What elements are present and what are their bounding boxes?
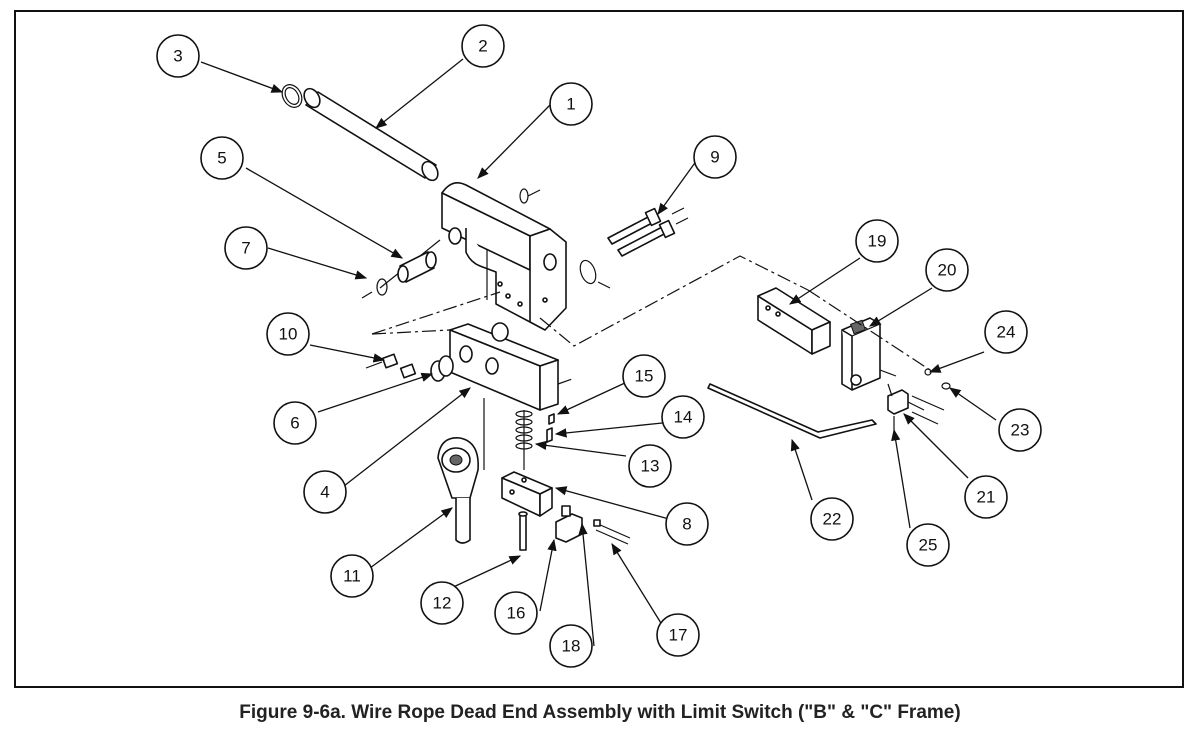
callout-21: 21: [964, 475, 1008, 519]
callout-13: 13: [628, 444, 672, 488]
callout-11: 11: [330, 554, 374, 598]
svg-text:18: 18: [562, 637, 581, 656]
svg-text:7: 7: [241, 239, 250, 258]
callout-15: 15: [622, 354, 666, 398]
svg-text:3: 3: [173, 47, 182, 66]
callout-8: 8: [665, 502, 709, 546]
svg-text:11: 11: [343, 567, 361, 586]
svg-text:5: 5: [217, 149, 226, 168]
callout-14: 14: [661, 395, 705, 439]
rod-part-22: [707, 383, 877, 439]
block-part-8: [501, 471, 553, 517]
screw-part-23: [941, 382, 951, 390]
screw-part-14: [546, 427, 553, 443]
svg-text:6: 6: [290, 414, 299, 433]
figure-caption: Figure 9-6a. Wire Rope Dead End Assembly…: [239, 702, 961, 723]
callout-23: 23: [998, 408, 1042, 452]
retaining-ring-right: [579, 259, 611, 289]
bracket-part-1: [379, 182, 567, 331]
svg-text:4: 4: [320, 483, 329, 502]
limit-switch-part-20: [841, 317, 897, 391]
pin-part-5: [397, 251, 437, 283]
callout-18: 18: [549, 624, 593, 668]
assembly-line-e: [557, 377, 576, 385]
callout-24: 24: [984, 310, 1028, 354]
washer-part-6: [430, 355, 454, 382]
svg-text:9: 9: [710, 148, 719, 167]
bolt-part-9: [607, 207, 689, 257]
callout-19: 19: [855, 219, 899, 263]
callout-6: 6: [273, 401, 317, 445]
callout-12: 12: [420, 581, 464, 625]
callout-5: 5: [200, 136, 244, 180]
bracket-part-16: [555, 505, 583, 543]
callout-7: 7: [224, 226, 268, 270]
svg-text:25: 25: [919, 536, 938, 555]
block-part-4: [449, 322, 559, 411]
callout-22: 22: [810, 497, 854, 541]
callout-9: 9: [693, 135, 737, 179]
wedge-socket-part-11: [437, 398, 485, 544]
svg-text:8: 8: [682, 515, 691, 534]
callout-10: 10: [266, 312, 310, 356]
svg-text:17: 17: [669, 626, 688, 645]
clamp-part-21: [887, 383, 945, 430]
callout-1: 1: [549, 82, 593, 126]
callout-bubbles: 3 2 1 5 9 7 19 20 10 24 15 6 14 23 13 4 …: [156, 24, 1042, 668]
nut-part-10: [365, 353, 417, 379]
callout-3: 3: [156, 34, 200, 78]
svg-text:20: 20: [938, 261, 957, 280]
svg-text:1: 1: [566, 95, 575, 114]
svg-text:14: 14: [674, 408, 693, 427]
mounting-plate-part-19: [757, 287, 831, 355]
callout-17: 17: [656, 613, 700, 657]
screw-part-15: [548, 413, 555, 425]
callout-4: 4: [303, 470, 347, 514]
svg-text:12: 12: [433, 594, 452, 613]
callout-20: 20: [925, 248, 969, 292]
svg-text:16: 16: [507, 604, 526, 623]
assembly-line-b: [371, 329, 451, 335]
svg-text:15: 15: [635, 367, 654, 386]
retaining-ring-part-3: [281, 84, 303, 108]
callout-16: 16: [494, 591, 538, 635]
svg-text:2: 2: [478, 37, 487, 56]
pin-part-12: [518, 511, 528, 551]
callout-2: 2: [461, 24, 505, 68]
svg-text:13: 13: [641, 457, 660, 476]
svg-text:24: 24: [997, 323, 1016, 342]
svg-text:10: 10: [279, 325, 298, 344]
assembly-line-c: [539, 255, 809, 347]
screw-part-17: [593, 519, 631, 545]
retaining-ring-part-7: [361, 278, 388, 299]
parts-drawing: [281, 84, 951, 551]
assembly-line-a: [371, 291, 501, 335]
callout-25: 25: [906, 523, 950, 567]
pin-part-2: [303, 87, 439, 182]
diagram-frame: [14, 10, 1184, 688]
svg-text:21: 21: [977, 488, 996, 507]
svg-text:23: 23: [1011, 421, 1030, 440]
washer-stack-part-13: [515, 410, 533, 470]
svg-text:19: 19: [868, 232, 887, 251]
svg-text:22: 22: [823, 510, 842, 529]
